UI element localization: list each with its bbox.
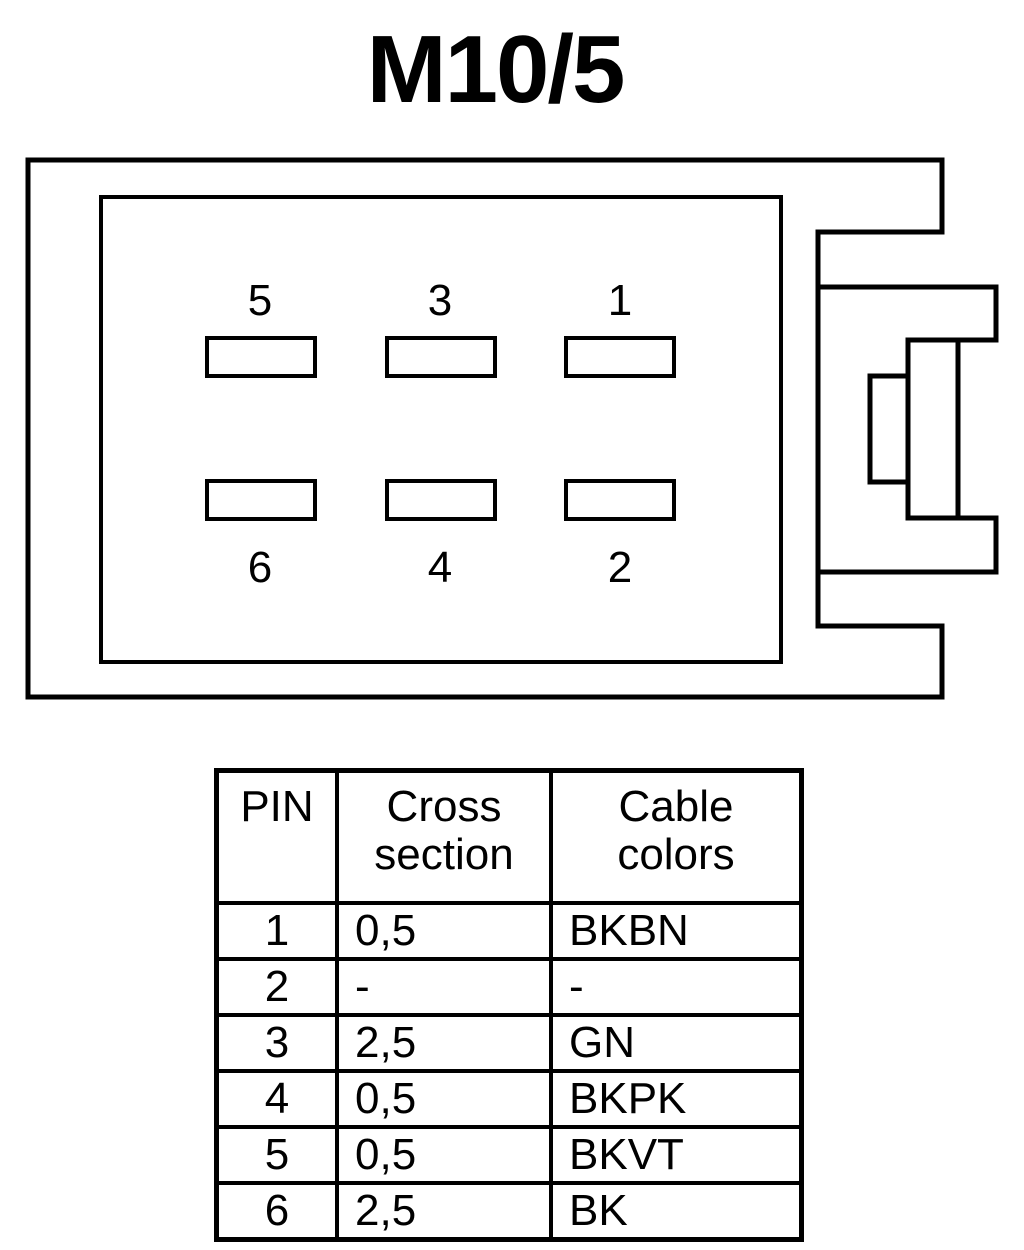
- diagram-title: M10/5: [366, 16, 626, 123]
- header-pin: PIN: [214, 768, 339, 905]
- pin-label-4: 4: [428, 543, 452, 592]
- header-cable-colors: Cable colors: [549, 768, 804, 905]
- header-color-line1: Cable: [618, 782, 734, 831]
- cell-pin: 4: [214, 1069, 339, 1129]
- pin-slot-3: [385, 336, 497, 378]
- connector-housing: [25, 157, 945, 700]
- cell-cross-section: 2,5: [335, 1013, 553, 1073]
- cell-cable-color: -: [549, 957, 804, 1017]
- table-row: 6 2,5 BK: [214, 1181, 804, 1242]
- table-row: 1 0,5 BKBN: [214, 901, 804, 961]
- pin-slot-2: [564, 479, 676, 521]
- cell-cross-section: 2,5: [335, 1181, 553, 1242]
- connector-drawing: 5 3 1 6 4 2: [25, 157, 999, 700]
- pin-slot-5: [205, 336, 317, 378]
- cell-cable-color: BKBN: [549, 901, 804, 961]
- pin-label-5: 5: [248, 276, 272, 325]
- header-cross-section: Cross section: [335, 768, 553, 905]
- table-row: 5 0,5 BKVT: [214, 1125, 804, 1185]
- cell-cable-color: BKVT: [549, 1125, 804, 1185]
- cell-pin: 1: [214, 901, 339, 961]
- cell-pin: 2: [214, 957, 339, 1017]
- cell-cable-color: BK: [549, 1181, 804, 1242]
- cell-pin: 3: [214, 1013, 339, 1073]
- header-pin-label: PIN: [240, 782, 314, 831]
- latch-button: [867, 373, 911, 485]
- cell-cross-section: 0,5: [335, 1125, 553, 1185]
- cell-cable-color: BKPK: [549, 1069, 804, 1129]
- pin-assignment-table: PIN Cross section Cable colors 1 0,5 BKB…: [214, 768, 804, 1242]
- connector-face: [99, 195, 783, 664]
- pin-slot-6: [205, 479, 317, 521]
- pin-slot-4: [385, 479, 497, 521]
- pin-label-6: 6: [248, 543, 272, 592]
- header-cross-line2: section: [374, 830, 514, 880]
- table-row: 4 0,5 BKPK: [214, 1069, 804, 1129]
- pin-slot-1: [564, 336, 676, 378]
- pin-label-2: 2: [608, 543, 632, 592]
- table-header-row: PIN Cross section Cable colors: [214, 768, 804, 905]
- cell-cross-section: 0,5: [335, 1069, 553, 1129]
- cell-cross-section: -: [335, 957, 553, 1017]
- cell-pin: 5: [214, 1125, 339, 1185]
- cell-cross-section: 0,5: [335, 901, 553, 961]
- table-row: 3 2,5 GN: [214, 1013, 804, 1073]
- pin-label-1: 1: [608, 276, 632, 325]
- header-cross-line1: Cross: [386, 782, 502, 831]
- cell-cable-color: GN: [549, 1013, 804, 1073]
- pin-label-3: 3: [428, 276, 452, 325]
- header-color-line2: colors: [617, 830, 735, 880]
- table-row: 2 - -: [214, 957, 804, 1017]
- cell-pin: 6: [214, 1181, 339, 1242]
